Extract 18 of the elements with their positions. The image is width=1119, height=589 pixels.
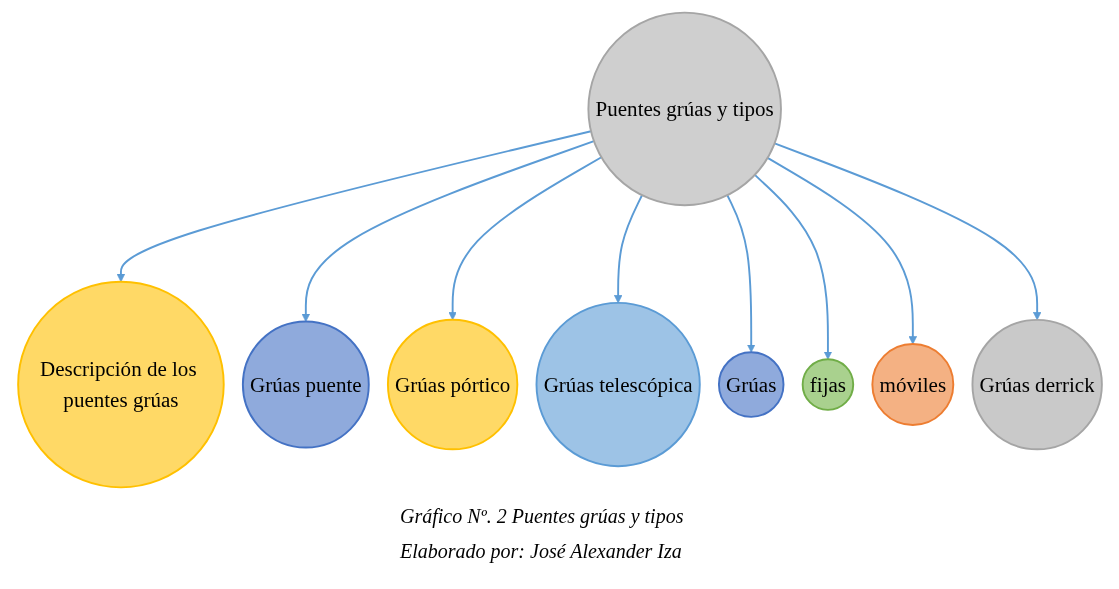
arrow — [753, 173, 832, 360]
node-circle: fijas — [801, 358, 854, 411]
arrow — [301, 140, 595, 322]
node-circle: Grúas pórtico — [386, 318, 518, 451]
arrow — [725, 194, 755, 353]
node-circle: Puentes grúas y tipos — [586, 11, 782, 207]
node-circle: Grúas derrick — [971, 318, 1103, 451]
node-circle: Grúas puente — [241, 320, 370, 449]
arrow — [773, 142, 1041, 321]
arrow — [613, 194, 643, 304]
caption: Gráfico Nº. 2 Puentes grúas y tipos — [400, 505, 684, 528]
author-note: Elaborado por: José Alexander Iza — [400, 540, 683, 563]
node-circle: Descripción de los puentes grúas — [16, 280, 225, 489]
node-circle: Grúas telescópica — [535, 301, 701, 468]
arrow — [766, 156, 917, 345]
node-circle: móviles — [870, 343, 954, 426]
arrow — [447, 156, 602, 321]
node-circle: Grúas — [717, 351, 784, 418]
